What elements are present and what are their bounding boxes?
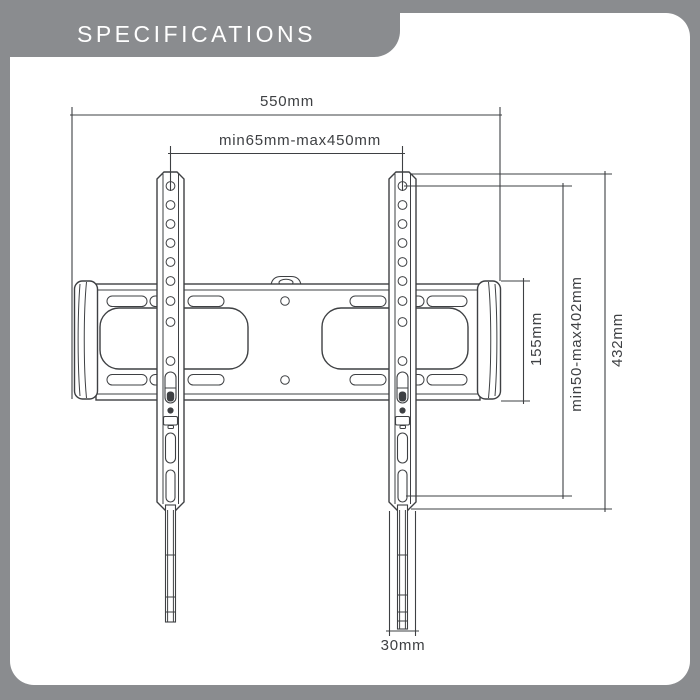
- lock-pin-icon: [399, 407, 406, 414]
- dim-label-arm-width: 30mm: [381, 637, 426, 654]
- dim-label-arm-spacing: min65mm-max450mm: [219, 132, 381, 149]
- dimension-annotations: 550mm min65mm-max450mm 155mm min50-max40…: [70, 93, 626, 654]
- arm-hole: [397, 317, 408, 327]
- arm-hole: [165, 317, 176, 327]
- arm-hole-column: [397, 181, 408, 366]
- vertical-arm-right: [388, 171, 417, 630]
- arm-slider-pin: [166, 391, 175, 402]
- dim-total-width: 550mm: [70, 93, 502, 399]
- arm-strap: [164, 504, 177, 623]
- dim-plate-height: 155mm: [501, 278, 545, 404]
- dim-label-plate-height: 155mm: [528, 312, 545, 366]
- end-cap-right: [476, 280, 502, 400]
- plate-slot: [106, 295, 148, 307]
- plate-slot: [349, 295, 387, 307]
- arm-hole: [165, 276, 176, 286]
- arm-outline: [156, 171, 185, 512]
- arm-hole: [397, 296, 408, 306]
- arm-lower-slot: [165, 469, 176, 503]
- tv-clip-icon: [162, 415, 179, 429]
- arm-hole: [397, 219, 408, 229]
- plate-slot: [106, 374, 148, 386]
- dim-label-total-width: 550mm: [260, 93, 314, 110]
- dim-vesa-vertical: min50-max402mm: [404, 183, 585, 499]
- arm-hole: [397, 356, 408, 366]
- dim-label-total-height: 432mm: [609, 313, 626, 367]
- arm-hole: [165, 200, 176, 210]
- arm-hole: [397, 276, 408, 286]
- dim-total-height: 432mm: [411, 171, 626, 512]
- arm-strap: [396, 504, 409, 630]
- tv-clip-icon: [394, 415, 411, 429]
- arm-lower-slot: [397, 469, 408, 503]
- page-title: SPECIFICATIONS: [77, 21, 316, 47]
- arm-lower-slot: [396, 432, 409, 464]
- arm-slider-pin: [398, 391, 407, 402]
- plate-screw-hole: [280, 375, 290, 385]
- plate-slot: [187, 295, 225, 307]
- arm-hole: [397, 257, 408, 267]
- wall-plate: [95, 275, 481, 401]
- plate-slot: [426, 295, 468, 307]
- end-cap-contour: [488, 281, 492, 399]
- arm-hole: [165, 257, 176, 267]
- arm-hole: [397, 200, 408, 210]
- plate-slot: [349, 374, 387, 386]
- vertical-arm-left: [156, 171, 185, 623]
- plate-slot: [426, 374, 468, 386]
- arm-hole: [165, 296, 176, 306]
- arm-hole: [165, 356, 176, 366]
- plate-slot: [187, 374, 225, 386]
- header-bar: SPECIFICATIONS: [0, 0, 400, 57]
- arm-hole: [165, 238, 176, 248]
- arm-outline: [388, 171, 417, 512]
- hanger-tab-icon: [270, 275, 302, 286]
- dim-arm-spacing: min65mm-max450mm: [168, 132, 405, 191]
- arm-hole: [397, 238, 408, 248]
- end-cap-contour: [83, 281, 87, 399]
- end-cap-left: [73, 280, 99, 400]
- end-cap-contour: [77, 283, 81, 397]
- lock-pin-icon: [167, 407, 174, 414]
- end-cap-contour: [494, 283, 498, 397]
- dim-arm-width: 30mm: [381, 511, 426, 654]
- plate-slot-row-bottom: [106, 374, 468, 386]
- arm-lower-slot: [164, 432, 177, 464]
- dim-label-vesa-vertical: min50-max402mm: [568, 276, 585, 411]
- plate-screw-hole: [280, 296, 290, 306]
- arm-hole: [165, 219, 176, 229]
